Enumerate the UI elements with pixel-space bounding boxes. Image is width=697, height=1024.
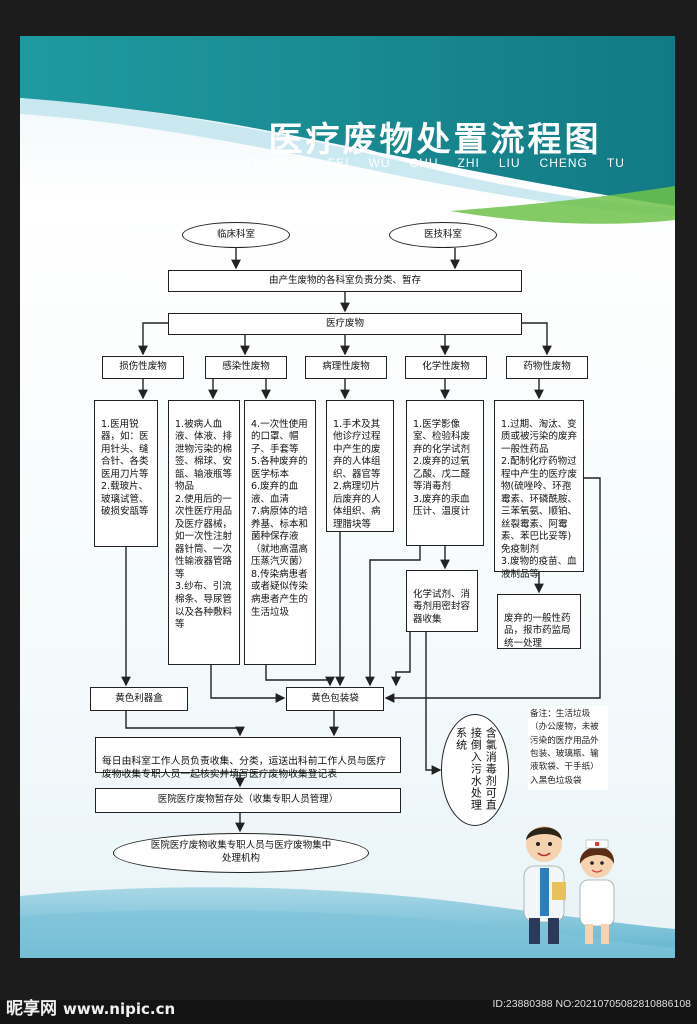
category-infectious: 感染性废物	[205, 356, 287, 379]
pinyin-syllable: CHENG	[539, 156, 588, 170]
category-label: 药物性废物	[523, 361, 571, 373]
page-title: 医疗废物处置流程图	[268, 120, 602, 160]
watermark-logo: 昵享网 www.nipic.cn	[6, 994, 175, 1019]
category-pharmaceutical: 药物性废物	[506, 356, 588, 379]
title-banner: 医疗废物处置流程图 YI LIAO FEI WU CHU ZHI LIU CHE…	[215, 106, 675, 184]
pharmaceutical-general-text: 废弃的一般性药品，报市药监局统一处理	[504, 612, 571, 649]
chemical-sealed-text: 化学试剂、消毒剂用密封容器收集	[413, 588, 471, 625]
sharps-container-box: 黄色利器盒	[90, 687, 188, 711]
watermark-logo-text: 昵享网	[6, 999, 57, 1019]
collection-step-text: 每日由科室工作人员负责收集、分类，运送出科前工作人员与医疗废物收集专职人员一起核…	[102, 755, 387, 780]
pinyin-syllable: YI	[245, 156, 259, 170]
sharps-container-label: 黄色利器盒	[115, 692, 163, 704]
note-text: 备注：生活垃圾（办公废物，未被污染的医疗用品外包装、玻璃瓶、输液软袋、干手纸）入…	[528, 706, 608, 790]
category-chemical: 化学性废物	[405, 356, 487, 379]
pathological-detail-box: 1.手术及其他诊疗过程中产生的废弃的人体组织、器官等 2.病理切片后废弃的人体组…	[326, 400, 394, 532]
pharmaceutical-general-box: 废弃的一般性药品，报市药监局统一处理	[497, 594, 581, 649]
watermark-footer	[0, 1000, 697, 1024]
final-disposal-oval: 医院医疗废物收集专职人员与医疗废物集中处理机构	[113, 833, 369, 873]
sort-step-box: 由产生废物的各科室负责分类、暂存	[168, 270, 522, 292]
nurse-figure	[579, 839, 615, 944]
doctor-figure	[523, 826, 566, 944]
medical-waste-box: 医疗废物	[168, 313, 522, 335]
watermark-ids: ID:23880388 NO:20210705082810886108	[492, 998, 691, 1010]
category-label: 化学性废物	[422, 361, 470, 373]
final-disposal-text: 医院医疗废物收集专职人员与医疗废物集中处理机构	[150, 840, 332, 864]
infectious-detail-a-text: 1.被病人血液、体液、排泄物污染的棉签、棉球、安瓿、输液瓶等物品 2.使用后的一…	[175, 418, 233, 631]
chlorine-disinfectant-oval: 含氯消毒剂可直接倒入污水处理系统	[441, 714, 509, 826]
watermark-url: www.nipic.cn	[63, 1000, 176, 1018]
sharps-detail-box: 1.医用锐器，如：医用针头、缝合针、各类医用刀片等 2.载玻片、玻璃试管、破损安…	[94, 400, 158, 547]
source-medtech-label: 医技科室	[423, 228, 462, 240]
yellow-bag-box: 黄色包装袋	[286, 687, 384, 711]
pinyin-subtitle: YI LIAO FEI WU CHU ZHI LIU CHENG TU	[215, 156, 655, 170]
category-pathological: 病理性废物	[305, 356, 387, 379]
chemical-sealed-box: 化学试剂、消毒剂用密封容器收集	[406, 570, 478, 632]
yellow-bag-label: 黄色包装袋	[311, 692, 359, 704]
chlorine-disinfectant-text: 含氯消毒剂可直接倒入污水处理系统	[454, 727, 498, 811]
infectious-detail-b-text: 4.一次性使用的口罩、帽子、手套等 5.各种废弃的医学标本 6.废弃的血液、血清…	[251, 418, 309, 618]
pinyin-syllable: CHU	[409, 156, 439, 170]
chemical-detail-box: 1.医学影像室、检验科废弃的化学试剂 2.废弃的过氧乙酸、戊二醛等消毒剂 3.废…	[406, 400, 484, 546]
pathological-detail-text: 1.手术及其他诊疗过程中产生的废弃的人体组织、器官等 2.病理切片后废弃的人体组…	[333, 418, 381, 530]
pinyin-syllable: FEI	[327, 156, 350, 170]
chemical-detail-text: 1.医学影像室、检验科废弃的化学试剂 2.废弃的过氧乙酸、戊二醛等消毒剂 3.废…	[413, 418, 471, 518]
pinyin-syllable: LIU	[498, 156, 521, 170]
category-label: 损伤性废物	[119, 361, 167, 373]
source-clinical-label: 临床科室	[216, 228, 255, 240]
source-medtech-dept: 医技科室	[389, 222, 497, 248]
category-label: 感染性废物	[222, 361, 270, 373]
pinyin-syllable: LIAO	[277, 156, 309, 170]
source-clinical-dept: 临床科室	[182, 222, 290, 248]
temporary-storage-label: 医院医疗废物暂存处（收集专职人员管理）	[157, 794, 339, 806]
pinyin-syllable: TU	[606, 156, 625, 170]
collection-step-box: 每日由科室工作人员负责收集、分类，运送出科前工作人员与医疗废物收集专职人员一起核…	[95, 737, 401, 780]
category-sharps: 损伤性废物	[102, 356, 184, 379]
category-label: 病理性废物	[322, 361, 370, 373]
pinyin-syllable: ZHI	[457, 156, 480, 170]
pharmaceutical-detail-text: 1.过期、淘汰、变质或被污染的废弃一般性药品 2.配制化疗药物过程中产生的医疗废…	[501, 418, 578, 580]
pinyin-syllable: WU	[368, 156, 391, 170]
infectious-detail-a-box: 1.被病人血液、体液、排泄物污染的棉签、棉球、安瓿、输液瓶等物品 2.使用后的一…	[168, 400, 240, 665]
infectious-detail-b-box: 4.一次性使用的口罩、帽子、手套等 5.各种废弃的医学标本 6.废弃的血液、血清…	[244, 400, 316, 665]
doctor-nurse-illustration	[523, 826, 615, 944]
sort-step-label: 由产生废物的各科室负责分类、暂存	[268, 274, 421, 286]
note-body: 备注：生活垃圾（办公废物，未被污染的医疗用品外包装、玻璃瓶、输液软袋、干手纸）入…	[530, 709, 599, 786]
medical-waste-label: 医疗废物	[325, 317, 364, 329]
header-background	[20, 36, 675, 958]
temporary-storage-box: 医院医疗废物暂存处（收集专职人员管理）	[95, 788, 401, 813]
pharmaceutical-detail-box: 1.过期、淘汰、变质或被污染的废弃一般性药品 2.配制化疗药物过程中产生的医疗废…	[494, 400, 584, 580]
sharps-detail-text: 1.医用锐器，如：医用针头、缝合针、各类医用刀片等 2.载玻片、玻璃试管、破损安…	[101, 418, 149, 518]
